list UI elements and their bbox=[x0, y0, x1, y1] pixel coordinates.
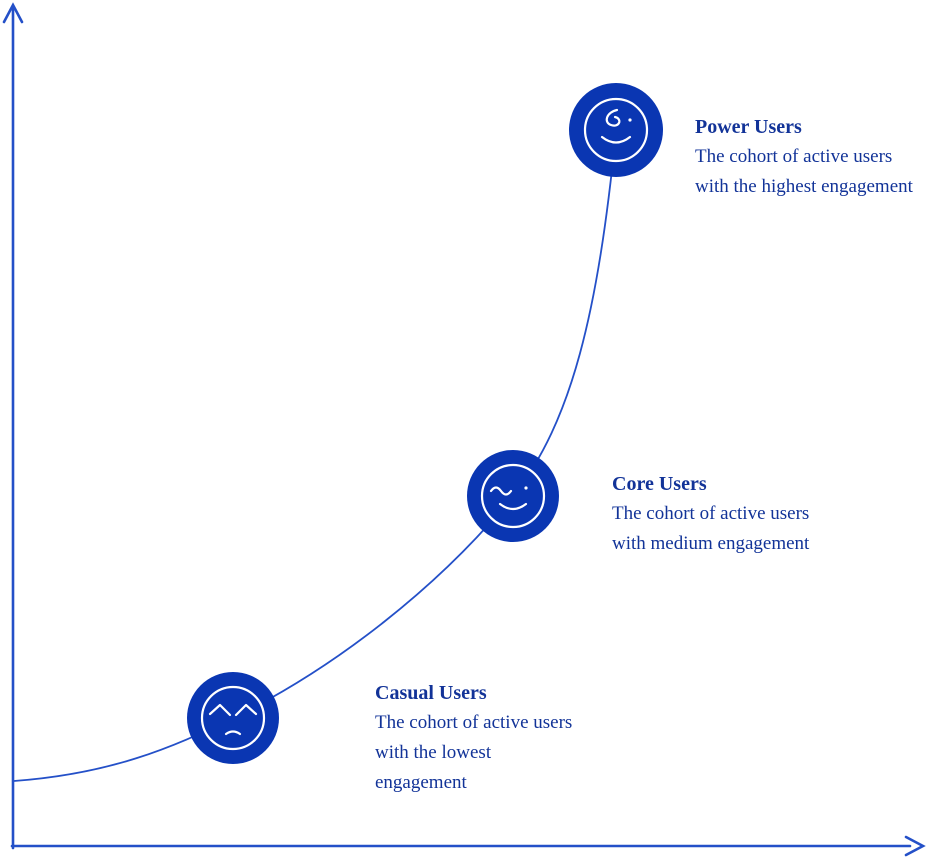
casual-user-node-circle bbox=[187, 672, 279, 764]
y-axis bbox=[2, 2, 24, 850]
casual-users-label: Casual Users The cohort of active users … bbox=[375, 678, 583, 798]
x-axis-arrowhead bbox=[904, 835, 926, 857]
power-users-title: Power Users bbox=[695, 116, 802, 138]
y-axis-arrowhead bbox=[2, 2, 24, 24]
casual-user-face-icon bbox=[200, 685, 266, 751]
power-user-face-icon bbox=[583, 97, 649, 163]
core-user-node-circle bbox=[467, 450, 559, 542]
growth-curve bbox=[13, 131, 617, 782]
core-users-title: Core Users bbox=[612, 473, 707, 495]
power-users-description: The cohort of active users with the high… bbox=[695, 146, 913, 197]
core-user-face-icon bbox=[480, 463, 546, 529]
core-users-node bbox=[467, 450, 559, 542]
casual-users-title: Casual Users bbox=[375, 682, 487, 704]
x-axis bbox=[10, 835, 926, 857]
power-user-node-circle bbox=[569, 83, 663, 177]
casual-users-node bbox=[187, 672, 279, 764]
core-users-label: Core Users The cohort of active users wi… bbox=[612, 469, 817, 559]
power-users-node bbox=[569, 83, 663, 177]
core-users-description: The cohort of active users with medium e… bbox=[612, 503, 810, 554]
casual-users-description: The cohort of active users with the lowe… bbox=[375, 712, 573, 793]
power-users-label: Power Users The cohort of active users w… bbox=[695, 112, 923, 202]
